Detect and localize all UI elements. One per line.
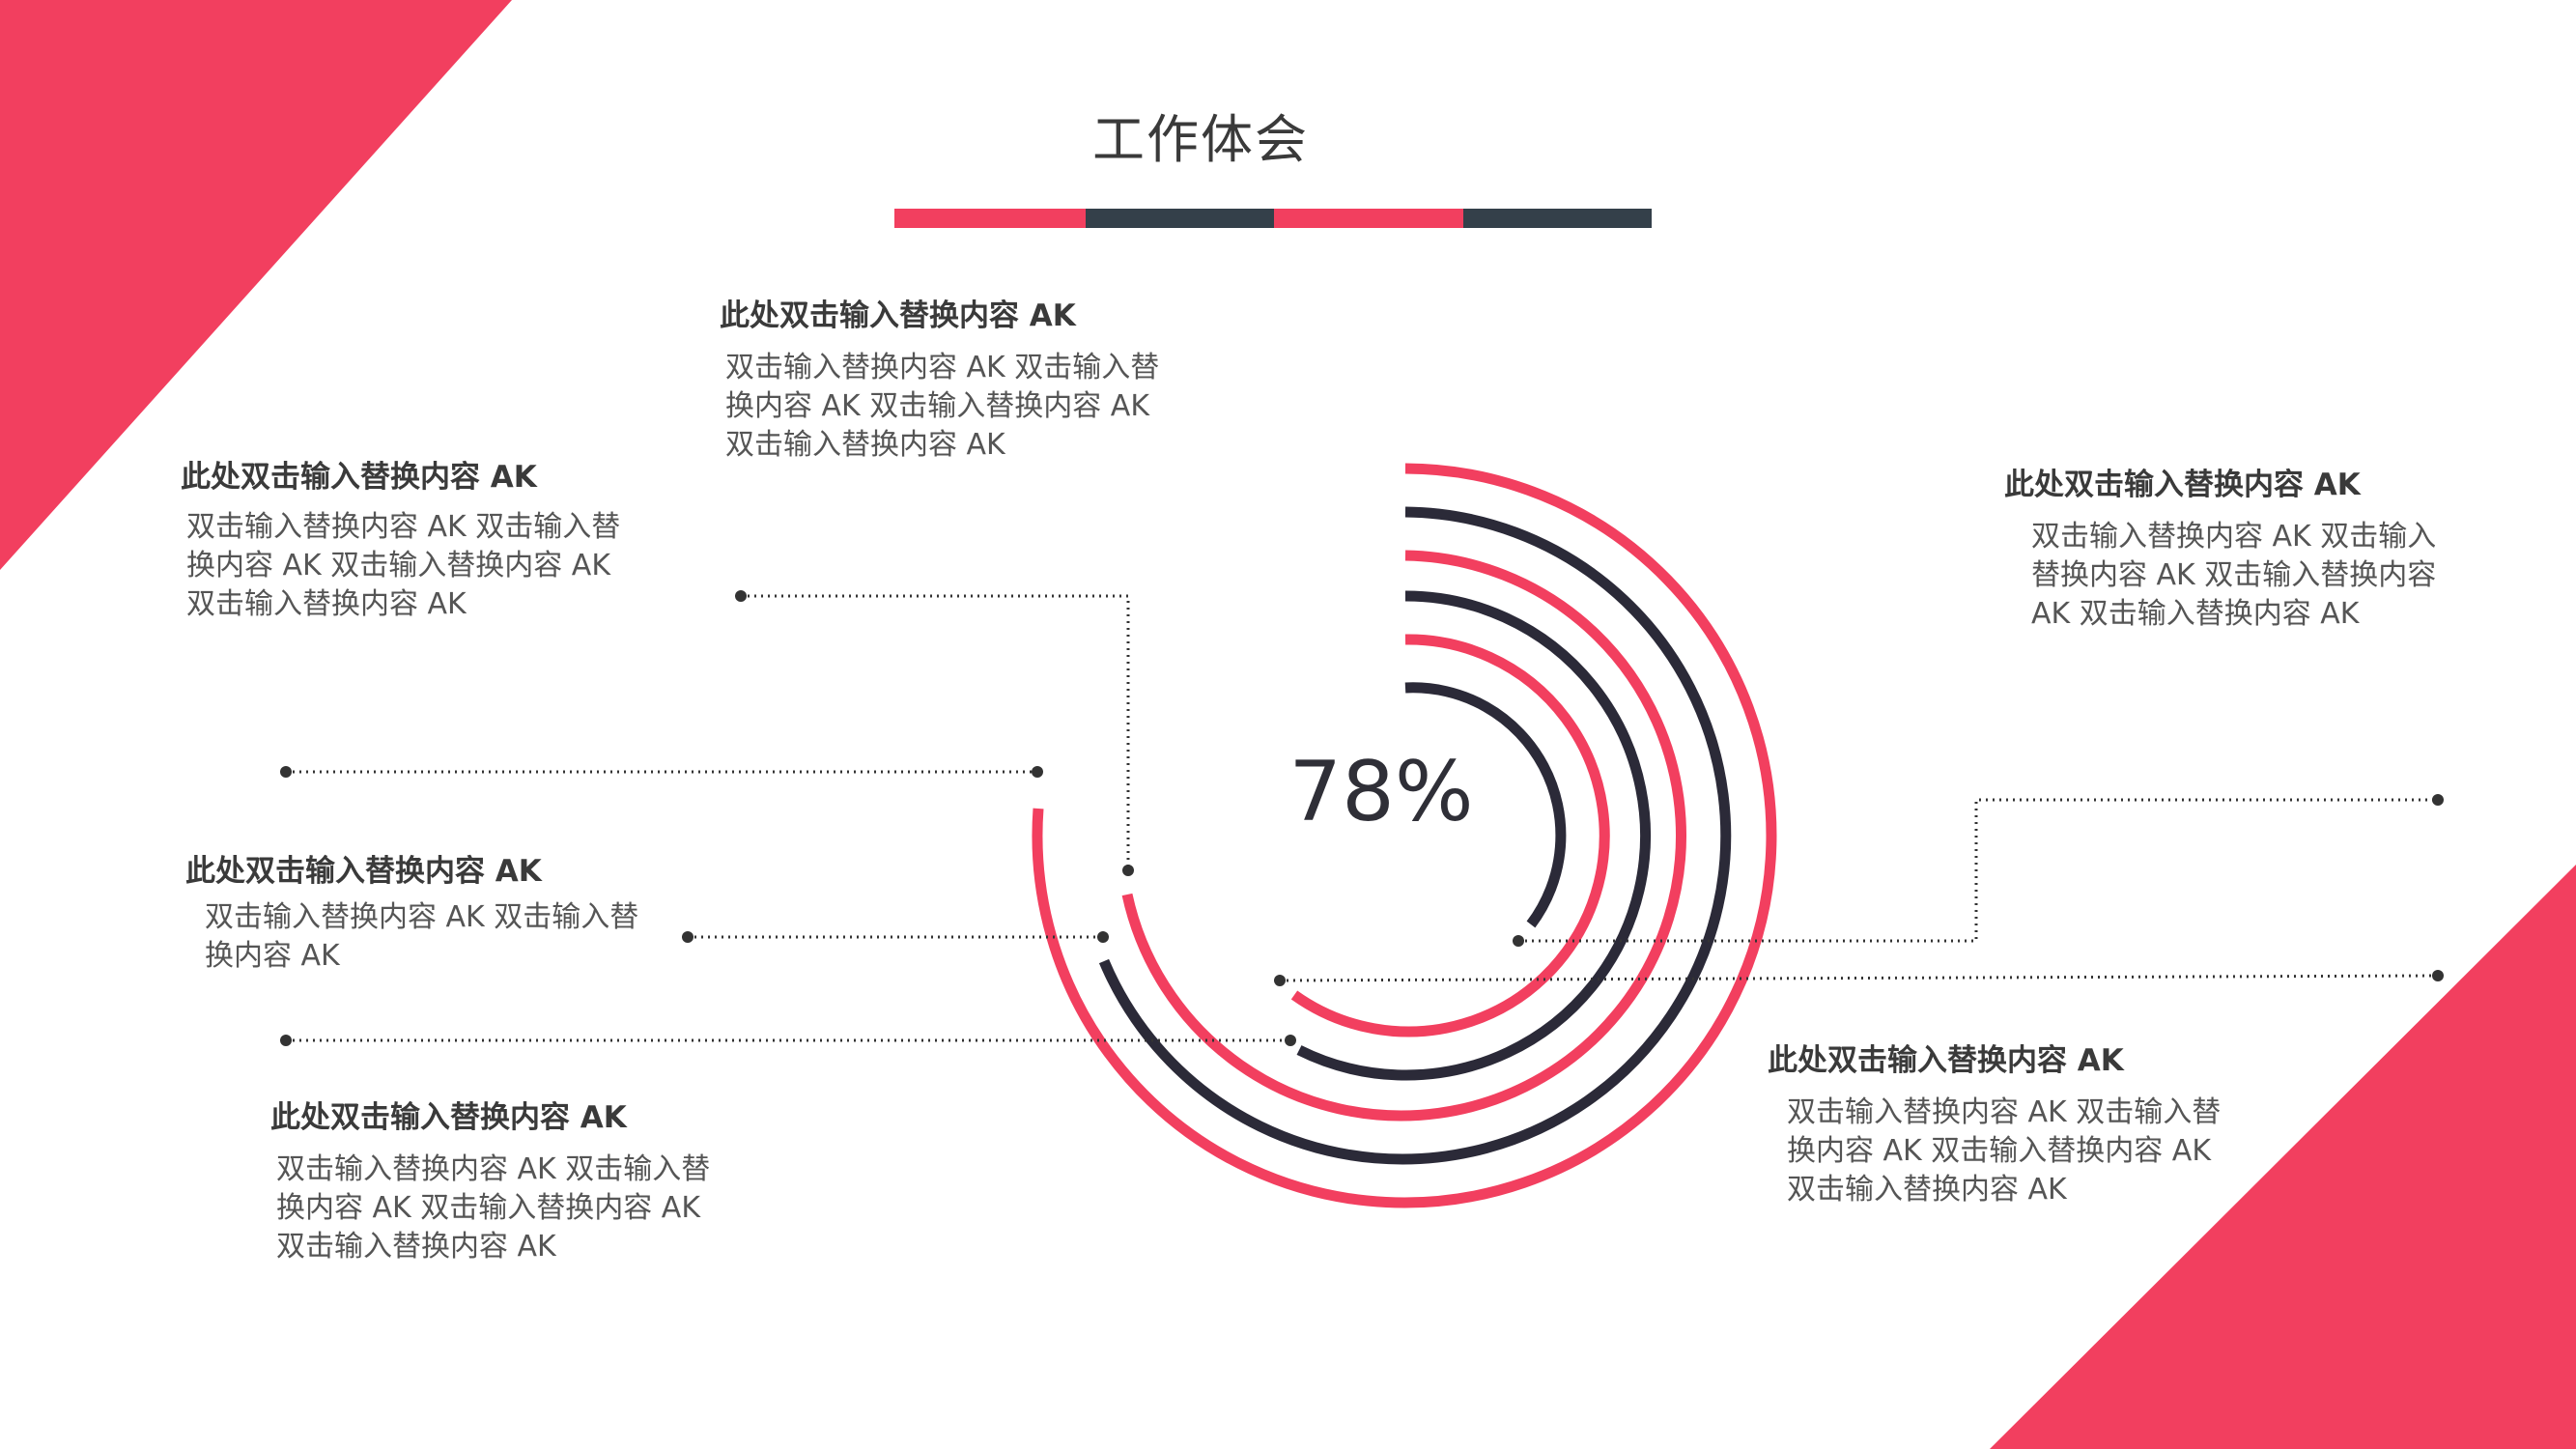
title-bar-segment-1 bbox=[894, 209, 1086, 228]
block-body: 双击输入替换内容 AK 双击输入替换内容 AK 双击输入替换内容 AK 双击输入… bbox=[186, 510, 621, 621]
title-bar-segment-3 bbox=[1274, 209, 1463, 228]
dot bbox=[2432, 794, 2444, 806]
connector-upper-right bbox=[1518, 798, 2438, 943]
text-block-lower-right: 此处双击输入替换内容 AK 双击输入替换内容 AK 双击输入替换内容 AK 双击… bbox=[1768, 1041, 2222, 1209]
slide-title: 工作体会 bbox=[1092, 109, 1309, 170]
block-heading: 此处双击输入替换内容 AK bbox=[720, 298, 1076, 333]
ring-1 bbox=[1032, 463, 1777, 1208]
dot bbox=[1274, 975, 1286, 986]
title-bar-segment-4 bbox=[1463, 209, 1652, 228]
block-heading: 此处双击输入替换内容 AK bbox=[185, 854, 542, 889]
top-left-corner-triangle bbox=[0, 0, 512, 570]
text-block-lower-left: 此处双击输入替换内容 AK 双击输入替换内容 AK 双击输入替换内容 AK 双击… bbox=[270, 1098, 724, 1266]
dot bbox=[280, 1035, 292, 1046]
block-heading: 此处双击输入替换内容 AK bbox=[1768, 1043, 2124, 1078]
block-body: 双击输入替换内容 AK 双击输入替换内容 AK 双击输入替换内容 AK 双击输入… bbox=[1787, 1095, 2222, 1207]
dot bbox=[1285, 1035, 1296, 1046]
concentric-rings bbox=[1032, 463, 1777, 1208]
dot bbox=[2432, 970, 2444, 981]
ring-6 bbox=[1404, 682, 1567, 928]
title-bar-segment-2 bbox=[1086, 209, 1274, 228]
bottom-right-corner-triangle bbox=[1990, 865, 2576, 1449]
dot bbox=[735, 590, 747, 602]
block-heading: 此处双击输入替换内容 AK bbox=[181, 460, 537, 495]
ring-5 bbox=[1290, 634, 1610, 1037]
dot bbox=[1513, 935, 1524, 947]
ring-4 bbox=[1296, 590, 1652, 1081]
connector-lines bbox=[286, 594, 2439, 1042]
text-block-middle-left: 此处双击输入替换内容 AK 双击输入替换内容 AK 双击输入替换内容 AK bbox=[185, 852, 639, 976]
ring-3 bbox=[1121, 550, 1687, 1122]
block-heading: 此处双击输入替换内容 AK bbox=[2004, 468, 2361, 502]
dot bbox=[280, 766, 292, 778]
text-block-upper-right: 此处双击输入替换内容 AK 双击输入替换内容 AK 双击输入替换内容 AK 双击… bbox=[2004, 466, 2458, 634]
block-body: 双击输入替换内容 AK 双击输入替换内容 AK 双击输入替换内容 AK 双击输入… bbox=[725, 351, 1160, 462]
connector-lower-right bbox=[1279, 974, 2439, 982]
block-body: 双击输入替换内容 AK 双击输入替换内容 AK 双击输入替换内容 AK 双击输入… bbox=[2031, 520, 2437, 631]
dot bbox=[1122, 865, 1134, 876]
connector-dots bbox=[280, 590, 2444, 1046]
text-block-top: 此处双击输入替换内容 AK 双击输入替换内容 AK 双击输入替换内容 AK 双击… bbox=[720, 297, 1174, 465]
dot bbox=[682, 931, 694, 943]
block-heading: 此处双击输入替换内容 AK bbox=[270, 1100, 627, 1135]
block-body: 双击输入替换内容 AK 双击输入替换内容 AK bbox=[205, 900, 639, 973]
connector-top bbox=[741, 594, 1130, 870]
ring-2 bbox=[1098, 506, 1732, 1165]
center-percentage: 78% bbox=[1288, 744, 1474, 840]
text-block-upper-left: 此处双击输入替换内容 AK 双击输入替换内容 AK 双击输入替换内容 AK 双击… bbox=[181, 458, 635, 624]
block-body: 双击输入替换内容 AK 双击输入替换内容 AK 双击输入替换内容 AK 双击输入… bbox=[276, 1152, 711, 1264]
dot bbox=[1097, 931, 1109, 943]
dot bbox=[1032, 766, 1043, 778]
